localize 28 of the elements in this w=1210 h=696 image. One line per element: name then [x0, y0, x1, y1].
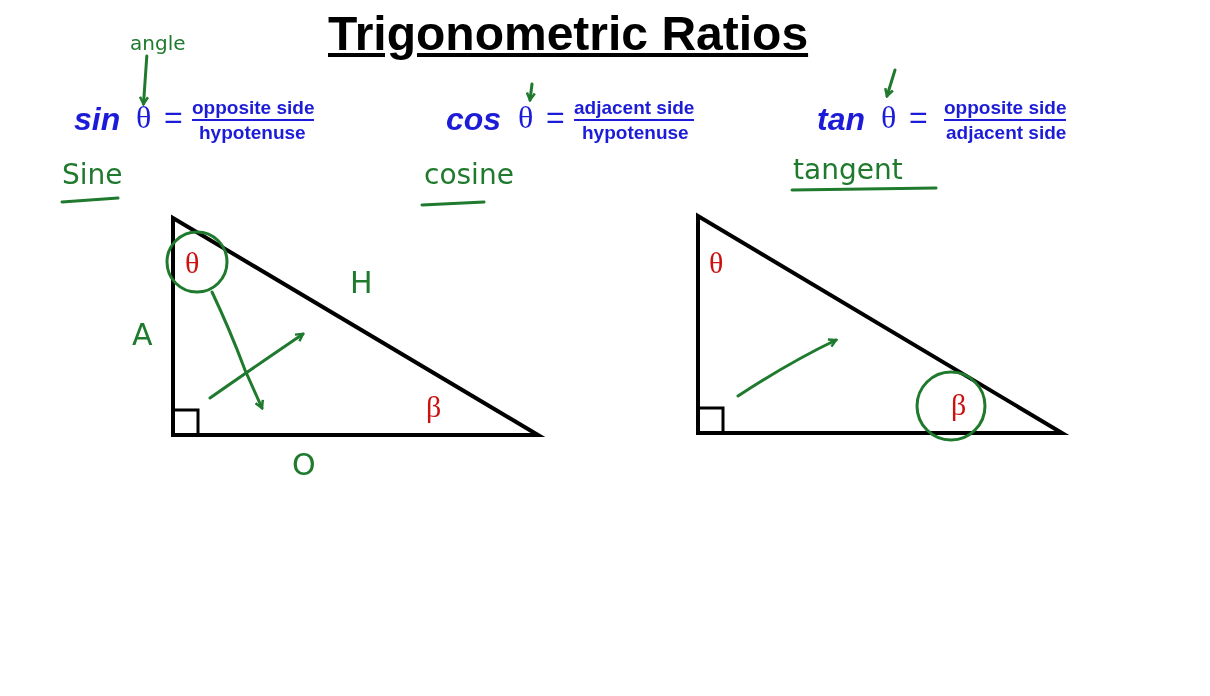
- angle-label: β: [426, 390, 442, 423]
- theta-symbol: θ: [881, 100, 897, 136]
- handwritten-note: Sine: [62, 160, 123, 191]
- fraction-denominator: hypotenuse: [582, 123, 689, 144]
- side-label: A: [132, 318, 153, 351]
- angle-label: θ: [709, 246, 724, 279]
- fraction-denominator: hypotenuse: [199, 123, 306, 144]
- annotation-text: angle: [130, 32, 186, 54]
- angle-label: θ: [185, 246, 200, 279]
- handwritten-note: tangent: [793, 155, 903, 186]
- fraction-denominator: adjacent side: [946, 123, 1067, 144]
- fraction-numerator: adjacent side: [574, 98, 695, 121]
- title: Trigonometric Ratios: [328, 8, 809, 61]
- side-label: H: [350, 266, 373, 299]
- equals-sign: =: [909, 100, 928, 136]
- fraction-numerator: opposite side: [192, 98, 315, 121]
- fraction-numerator: opposite side: [944, 98, 1067, 121]
- function-name: cos: [446, 102, 502, 138]
- function-name: tan: [817, 102, 865, 138]
- function-name: sin: [74, 102, 121, 138]
- angle-label: β: [951, 388, 967, 421]
- arrow: [138, 54, 150, 106]
- theta-symbol: θ: [136, 100, 152, 136]
- equals-sign: =: [164, 100, 183, 136]
- equals-sign: =: [546, 100, 565, 136]
- handwritten-note: cosine: [424, 160, 514, 191]
- theta-symbol: θ: [518, 100, 534, 136]
- side-label: O: [292, 448, 316, 481]
